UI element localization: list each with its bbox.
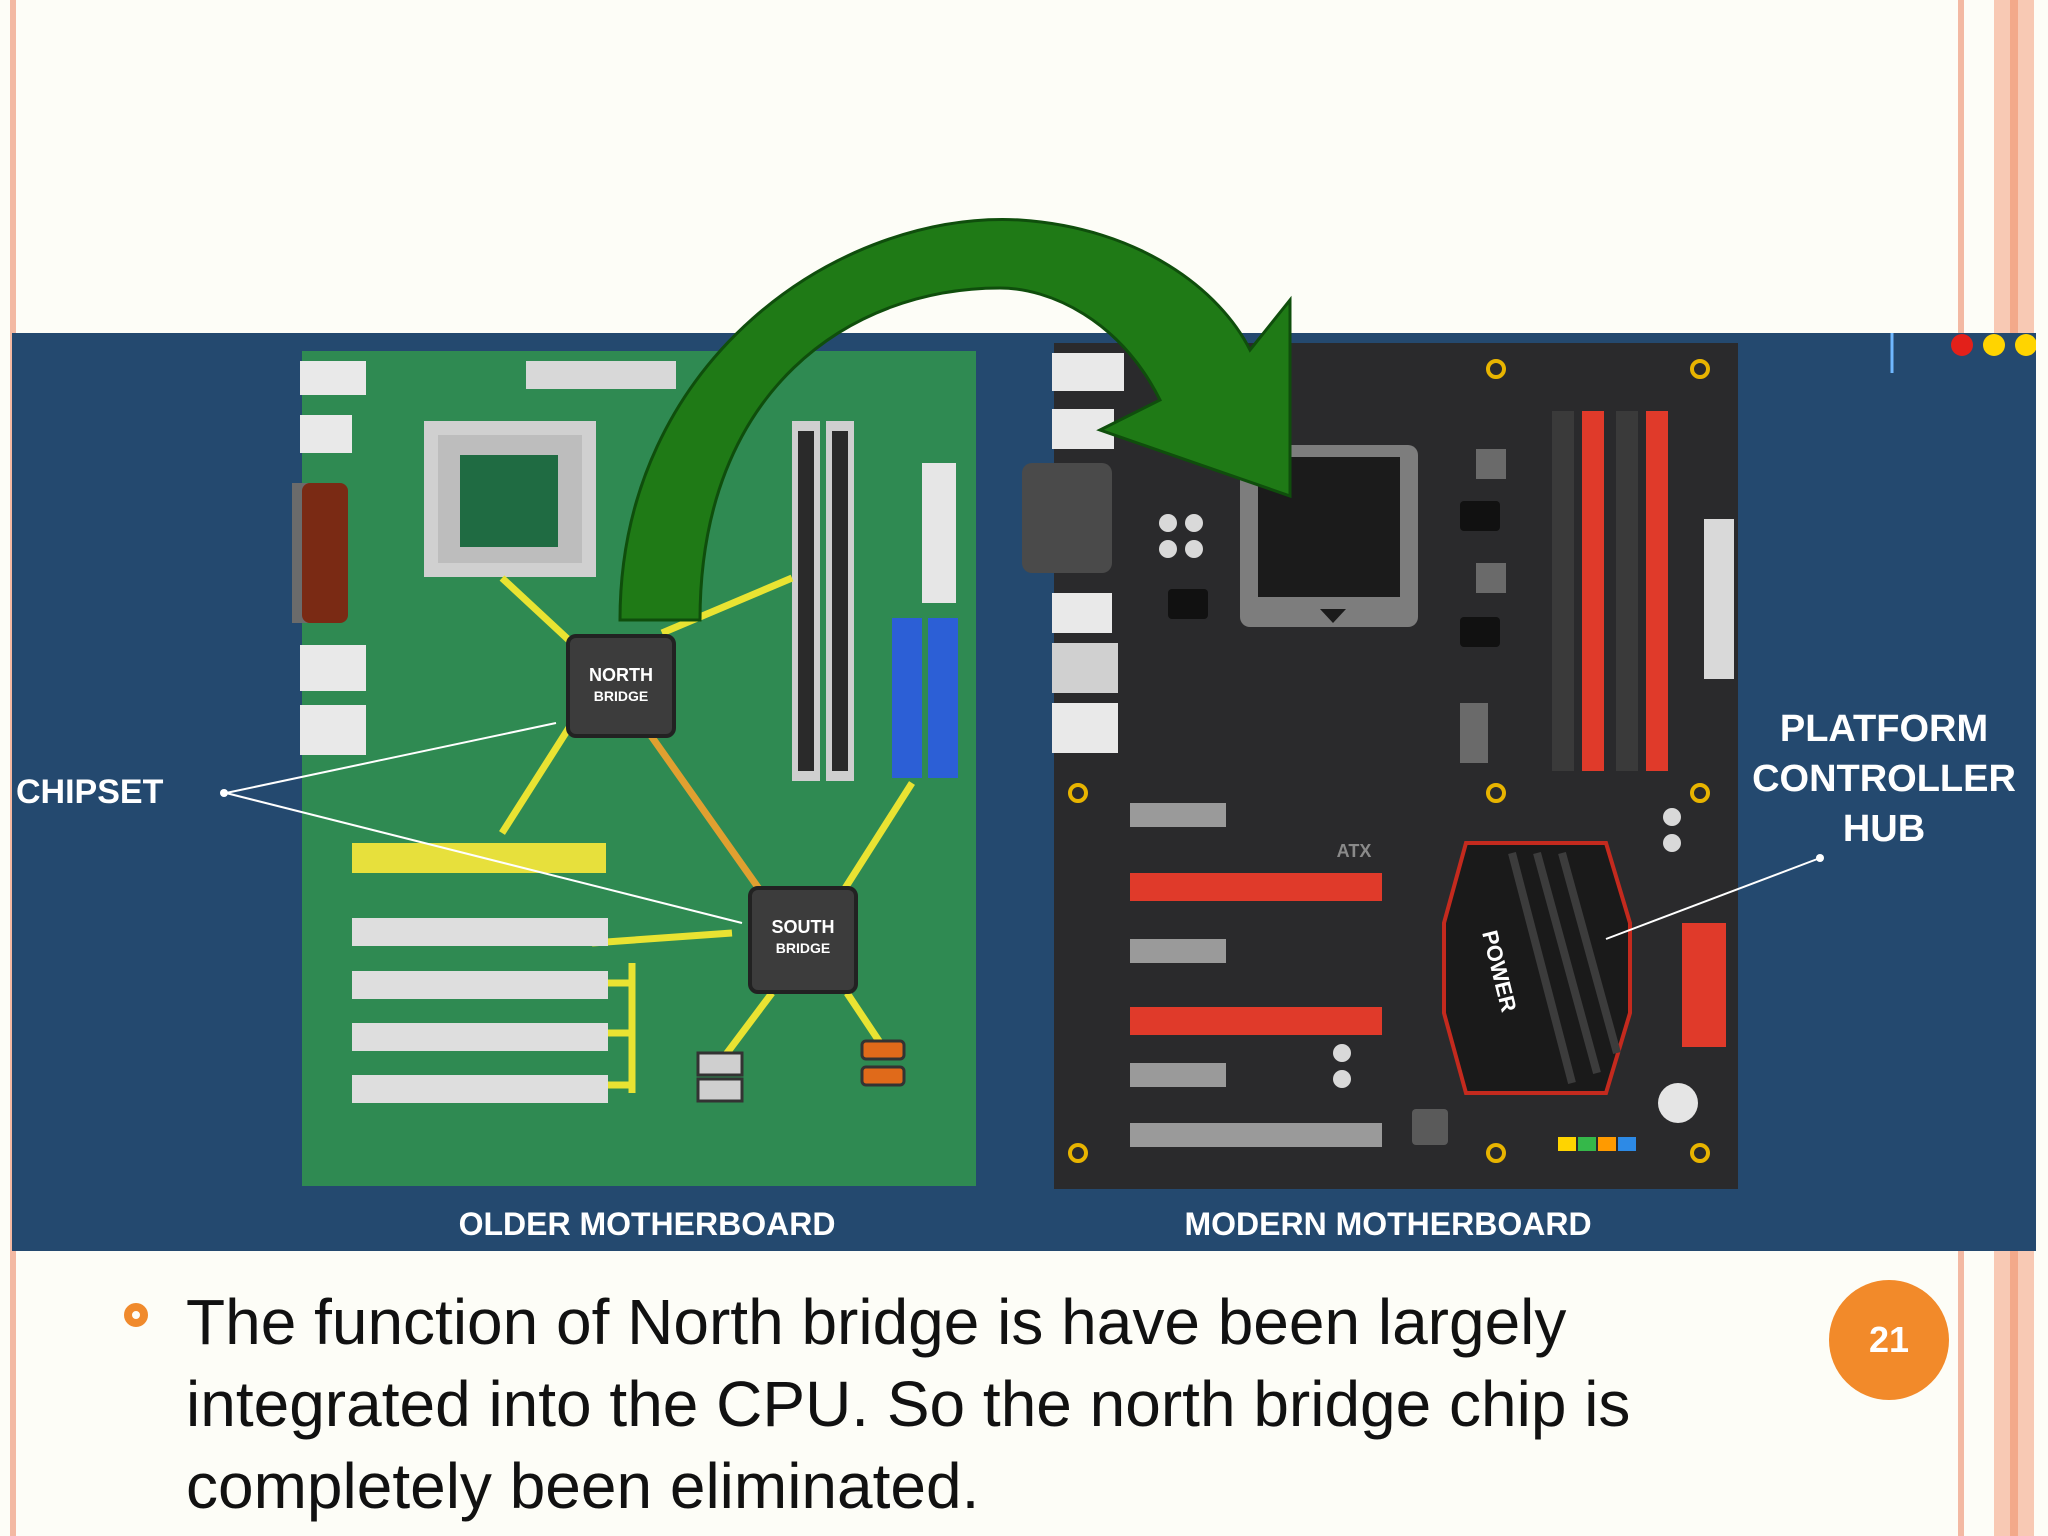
ram-slot bbox=[1616, 411, 1638, 771]
red-connector bbox=[1682, 923, 1726, 1047]
south-bridge-label: SOUTH bbox=[772, 917, 835, 937]
pcie-slot bbox=[1130, 873, 1382, 901]
agp-slot bbox=[352, 843, 606, 873]
ide-connector bbox=[928, 618, 958, 778]
modern-motherboard-label: MODERN MOTHERBOARD bbox=[1184, 1206, 1591, 1242]
page-number-badge: 21 bbox=[1829, 1280, 1949, 1400]
pci-slot bbox=[352, 1023, 608, 1051]
sata-port bbox=[860, 1039, 906, 1061]
pcie-slot bbox=[1130, 1063, 1226, 1087]
platform-controller-hub-label: PLATFORM bbox=[1780, 708, 1988, 750]
pcie-slot bbox=[1130, 939, 1226, 963]
cmos-battery bbox=[1658, 1083, 1698, 1123]
usb-port bbox=[696, 1077, 744, 1103]
south-bridge-label: BRIDGE bbox=[776, 940, 830, 956]
pci-slot bbox=[352, 971, 608, 999]
io-port bbox=[1052, 353, 1124, 391]
io-port bbox=[300, 645, 366, 691]
pcie-slot bbox=[1130, 803, 1226, 827]
vga-port bbox=[1022, 463, 1112, 573]
io-port bbox=[300, 705, 366, 755]
atx-connector bbox=[526, 361, 676, 389]
integration-arrow-icon bbox=[618, 218, 1292, 622]
sata-port bbox=[860, 1065, 906, 1087]
parallel-port-icon bbox=[302, 483, 348, 623]
south-bridge-chip bbox=[748, 886, 858, 994]
platform-controller-hub-label: CONTROLLER bbox=[1752, 758, 2016, 800]
pch-heatsink bbox=[1442, 841, 1632, 1095]
pci-slot bbox=[352, 918, 608, 946]
north-bridge-label: NORTH bbox=[589, 665, 653, 685]
north-bridge-label: BRIDGE bbox=[594, 688, 648, 704]
bullet-icon bbox=[124, 1303, 148, 1327]
io-port bbox=[1052, 593, 1112, 633]
io-port bbox=[1052, 703, 1118, 753]
ram-slot bbox=[1582, 411, 1604, 771]
ide-connector bbox=[892, 618, 922, 778]
ram-slot bbox=[1646, 411, 1668, 771]
pcie-slot bbox=[1130, 1123, 1382, 1147]
power-connector bbox=[1704, 519, 1734, 679]
pci-slot bbox=[352, 1075, 608, 1103]
io-port bbox=[300, 415, 352, 453]
io-port bbox=[300, 361, 366, 395]
chipset-label: CHIPSET bbox=[16, 773, 164, 811]
older-motherboard-label: OLDER MOTHERBOARD bbox=[459, 1206, 836, 1242]
motherboard-comparison-figure: NORTH BRIDGE SOUTH BRIDGE CHIPSET OLDER … bbox=[12, 333, 2036, 1251]
atx-label: ATX bbox=[1337, 841, 1372, 861]
platform-controller-hub-label: HUB bbox=[1843, 808, 1925, 850]
usb-port bbox=[696, 1051, 744, 1077]
io-port bbox=[1052, 643, 1118, 693]
pcie-slot bbox=[1130, 1007, 1382, 1035]
north-bridge-chip bbox=[566, 634, 676, 738]
bullet-text: The function of North bridge is have bee… bbox=[186, 1286, 1631, 1522]
power-connector bbox=[922, 463, 956, 603]
ram-slot bbox=[1552, 411, 1574, 771]
